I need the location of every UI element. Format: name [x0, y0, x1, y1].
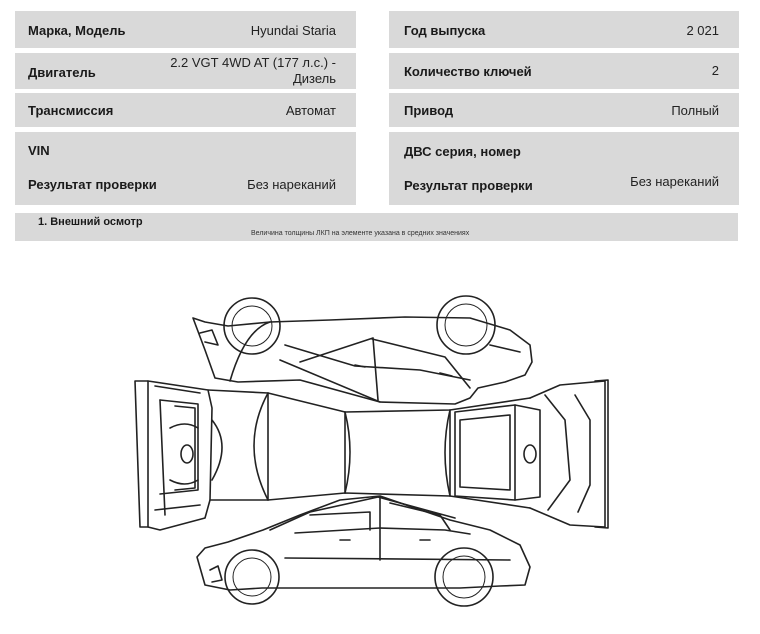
- drive-cell: Привод Полный: [389, 93, 739, 127]
- transmission-cell: Трансмиссия Автомат: [15, 93, 356, 127]
- year-cell: Год выпуска 2 021: [389, 11, 739, 48]
- side-view-bottom: [196, 495, 531, 607]
- engine-serial-check-cell: ДВС серия, номер Результат проверки Без …: [389, 132, 739, 205]
- exterior-inspection-header: 1. Внешний осмотр Величина толщины ЛКП н…: [15, 213, 738, 241]
- engine-cell: Двигатель 2.2 VGT 4WD AT (177 л.с.) - Ди…: [15, 53, 356, 89]
- side-view-top: [192, 295, 533, 405]
- section-note: Величина толщины ЛКП на элементе указана…: [251, 230, 470, 237]
- front-view-left: [134, 380, 213, 531]
- drive-value: Полный: [671, 103, 719, 118]
- right-check-label: Результат проверки: [404, 178, 533, 193]
- section-title: 1. Внешний осмотр: [38, 216, 143, 228]
- right-check-value: Без нареканий: [630, 174, 719, 189]
- engine-serial-label: ДВС серия, номер: [404, 144, 521, 159]
- model-value: Hyundai Staria: [250, 23, 336, 38]
- model-cell: Марка, Модель Hyundai Staria: [15, 11, 356, 48]
- rear-view-right: [454, 379, 609, 529]
- vin-label: VIN: [28, 143, 50, 158]
- keys-cell: Количество ключей 2: [389, 53, 739, 89]
- year-label: Год выпуска: [404, 23, 486, 38]
- vin-check-cell: VIN Результат проверки Без нареканий: [15, 132, 356, 205]
- transmission-value: Автомат: [285, 103, 336, 118]
- drive-label: Привод: [404, 103, 454, 118]
- year-value: 2 021: [686, 23, 719, 38]
- model-label: Марка, Модель: [28, 23, 126, 38]
- engine-label: Двигатель: [28, 65, 96, 80]
- left-check-label: Результат проверки: [28, 177, 157, 192]
- left-check-value: Без нареканий: [247, 177, 336, 192]
- transmission-label: Трансмиссия: [28, 103, 114, 118]
- keys-value: 2: [711, 63, 719, 78]
- top-view-center: [207, 389, 531, 509]
- keys-label: Количество ключей: [404, 64, 532, 79]
- engine-value-line2: Дизель: [292, 71, 336, 86]
- engine-value-line1: 2.2 VGT 4WD AT (177 л.с.) -: [170, 55, 336, 70]
